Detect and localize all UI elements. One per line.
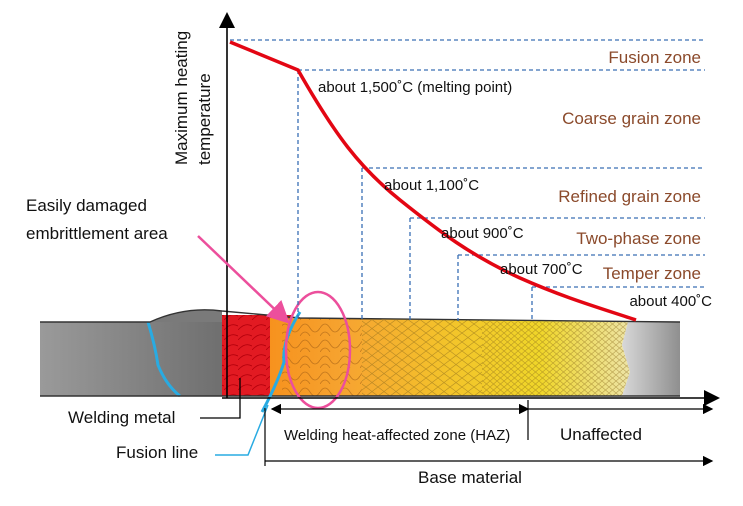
fusion-line-leader xyxy=(215,404,269,456)
embrittlement-label-line1: Easily damaged xyxy=(26,196,147,215)
temp-melting: about 1,500˚C (melting point) xyxy=(318,79,512,96)
guide-lines xyxy=(230,39,705,322)
weld-bead xyxy=(40,309,222,322)
welding-metal-leader xyxy=(200,378,241,419)
zone-temper: Temper zone xyxy=(603,264,701,283)
embrittlement-arrow xyxy=(197,235,290,324)
temp-400: about 400˚C xyxy=(629,293,712,310)
temp-1100: about 1,100˚C xyxy=(384,177,479,194)
y-axis-label-line1: Maximum heating xyxy=(172,31,191,165)
metal-plate xyxy=(40,290,681,413)
haz-label: Welding heat-affected zone (HAZ) xyxy=(284,427,510,444)
plate-top-edge xyxy=(40,309,681,323)
fusion-line-curve xyxy=(260,311,302,413)
fusion-line-label: Fusion line xyxy=(116,443,198,462)
temperature-labels: about 1,500˚C (melting point) about 1,10… xyxy=(318,79,712,310)
zone-labels: Fusion zone Coarse grain zone Refined gr… xyxy=(558,48,701,283)
axes: Maximum heating temperature xyxy=(172,12,720,406)
fine-grain-texture xyxy=(482,321,630,396)
y-axis-label: Maximum heating temperature xyxy=(172,26,214,165)
zone-refined: Refined grain zone xyxy=(558,187,701,206)
unaffected-base-plate xyxy=(622,322,680,396)
mid-grain-texture xyxy=(362,320,482,396)
base-material-label: Base material xyxy=(418,468,522,487)
unaffected-label: Unaffected xyxy=(560,425,642,444)
temp-900: about 900˚C xyxy=(441,225,524,242)
max-temperature-curve xyxy=(229,40,637,322)
zone-fusion: Fusion zone xyxy=(608,48,701,67)
bottom-left-callouts: Welding metal Fusion line xyxy=(68,378,269,462)
zone-coarse: Coarse grain zone xyxy=(562,109,701,128)
welding-metal-label: Welding metal xyxy=(68,408,175,427)
left-fusion-boundary xyxy=(146,321,181,398)
embrittlement-label-line2: embrittlement area xyxy=(26,224,168,243)
zone-two-phase: Two-phase zone xyxy=(576,229,701,248)
temp-700: about 700˚C xyxy=(500,261,583,278)
range-indicators: Welding heat-affected zone (HAZ) Unaffec… xyxy=(264,400,714,487)
embrittlement-callout: Easily damaged embrittlement area xyxy=(26,196,290,324)
left-base-plate xyxy=(40,322,222,396)
embrittlement-label: Easily damaged embrittlement area xyxy=(26,196,168,243)
y-axis-label-line2: temperature xyxy=(195,73,214,165)
